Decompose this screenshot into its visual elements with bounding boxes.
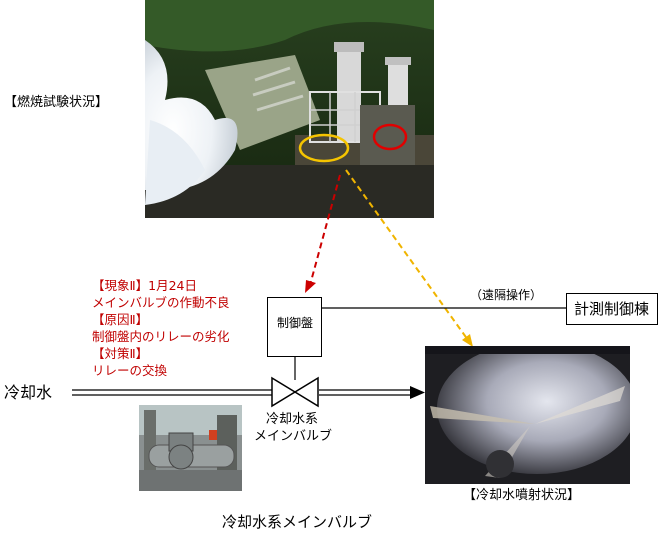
cooling-water-label: 冷却水 xyxy=(4,383,53,402)
combustion-test-photo xyxy=(145,0,434,218)
spray-photo xyxy=(425,342,637,484)
measurement-building-box: 計測制御棟 xyxy=(566,293,658,325)
control-panel-box: 制御盤 xyxy=(267,297,322,357)
red-dashed-arrow xyxy=(309,174,341,286)
note-line: 【原因Ⅱ】 xyxy=(92,312,149,327)
control-panel-label: 制御盤 xyxy=(277,316,314,330)
valve-label-line1: 冷却水系 xyxy=(266,412,319,427)
combustion-test-label: 【燃焼試験状況】 xyxy=(4,95,109,110)
valve-label-line2: メインバルブ xyxy=(254,429,333,444)
yellow-dashed-arrow xyxy=(345,169,469,341)
note-line: メインバルブの作動不良 xyxy=(92,295,230,310)
note-line: リレーの交換 xyxy=(92,363,168,378)
valve-photo xyxy=(139,405,242,491)
bottom-caption: 冷却水系メインバルブ xyxy=(222,513,373,531)
note-line: 【現象Ⅱ】1月24日 xyxy=(92,278,198,293)
butterfly-valve-icon xyxy=(271,376,319,408)
measurement-building-label: 計測制御棟 xyxy=(574,300,650,318)
spray-status-label: 【冷却水噴射状況】 xyxy=(463,488,581,503)
note-line: 制御盤内のリレーの劣化 xyxy=(92,329,230,344)
remote-operation-label: （遠隔操作） xyxy=(470,288,543,302)
incident-notes: 【現象Ⅱ】1月24日 メインバルブの作動不良 【原因Ⅱ】 制御盤内のリレーの劣化… xyxy=(92,277,230,379)
outlet-arrowhead xyxy=(410,386,425,399)
note-line: 【対策Ⅱ】 xyxy=(92,346,149,361)
